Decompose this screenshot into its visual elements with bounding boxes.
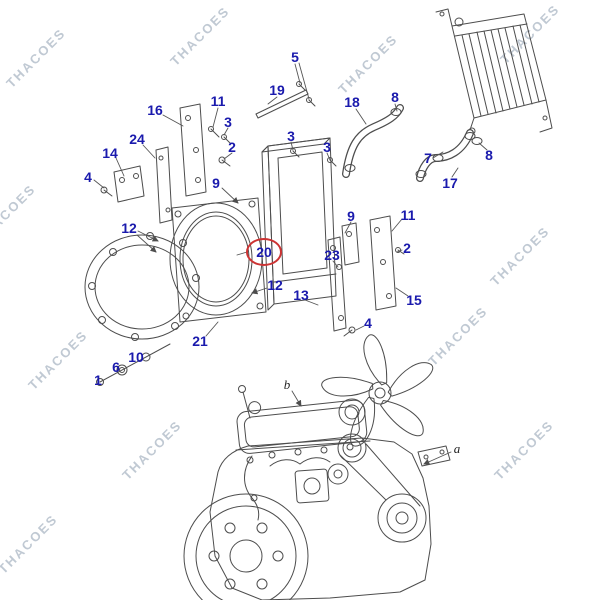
part-label-7: 7 — [424, 150, 432, 166]
part-label-1: 1 — [94, 372, 102, 388]
ref-letter-b: b — [283, 377, 291, 392]
hose-clamp-icon — [344, 164, 356, 172]
part-label-18: 18 — [344, 94, 360, 110]
ref-letter-a: a — [453, 441, 461, 456]
part-label-23: 23 — [324, 247, 340, 263]
part-label-3: 3 — [287, 128, 295, 144]
part-label-9: 9 — [212, 175, 220, 191]
part-label-11: 11 — [210, 93, 226, 109]
part-label-14: 14 — [102, 145, 118, 161]
radiator-drawing — [435, 8, 553, 135]
part-label-16: 16 — [147, 102, 163, 118]
upper-hose-drawing — [342, 104, 404, 178]
right-brackets-drawing — [327, 215, 405, 337]
part-label-3: 3 — [323, 139, 331, 155]
part-label-6: 6 — [112, 359, 120, 375]
part-label-4: 4 — [364, 315, 372, 331]
gasket-ring-drawing — [84, 232, 200, 386]
part-label-19: 19 — [269, 82, 285, 98]
leader-lines — [93, 62, 488, 465]
part-label-8: 8 — [391, 89, 399, 105]
part-label-12: 12 — [121, 220, 137, 236]
part-label-3: 3 — [224, 114, 232, 130]
part-label-11: 11 — [400, 207, 416, 223]
part-label-12: 12 — [267, 277, 283, 293]
part-label-4: 4 — [84, 169, 92, 185]
part-label-17: 17 — [442, 175, 458, 191]
part-label-2: 2 — [403, 240, 411, 256]
part-label-21: 21 — [192, 333, 208, 349]
part-label-9: 9 — [347, 208, 355, 224]
part-label-13: 13 — [293, 287, 309, 303]
engine-drawing — [183, 334, 451, 600]
part-label-5: 5 — [291, 49, 299, 65]
left-brackets-drawing — [100, 103, 231, 224]
part-label-10: 10 — [128, 349, 144, 365]
hose-clamp-icon — [471, 137, 483, 145]
fan-icon — [321, 334, 434, 447]
part-label-2: 2 — [228, 139, 236, 155]
part-label-24: 24 — [129, 131, 145, 147]
part-label-8: 8 — [485, 147, 493, 163]
part-label-15: 15 — [406, 292, 422, 308]
hose-clamp-icon — [415, 170, 427, 178]
highlighted-part-label: 20 — [246, 238, 282, 266]
hose-clamp-icon — [464, 132, 476, 140]
